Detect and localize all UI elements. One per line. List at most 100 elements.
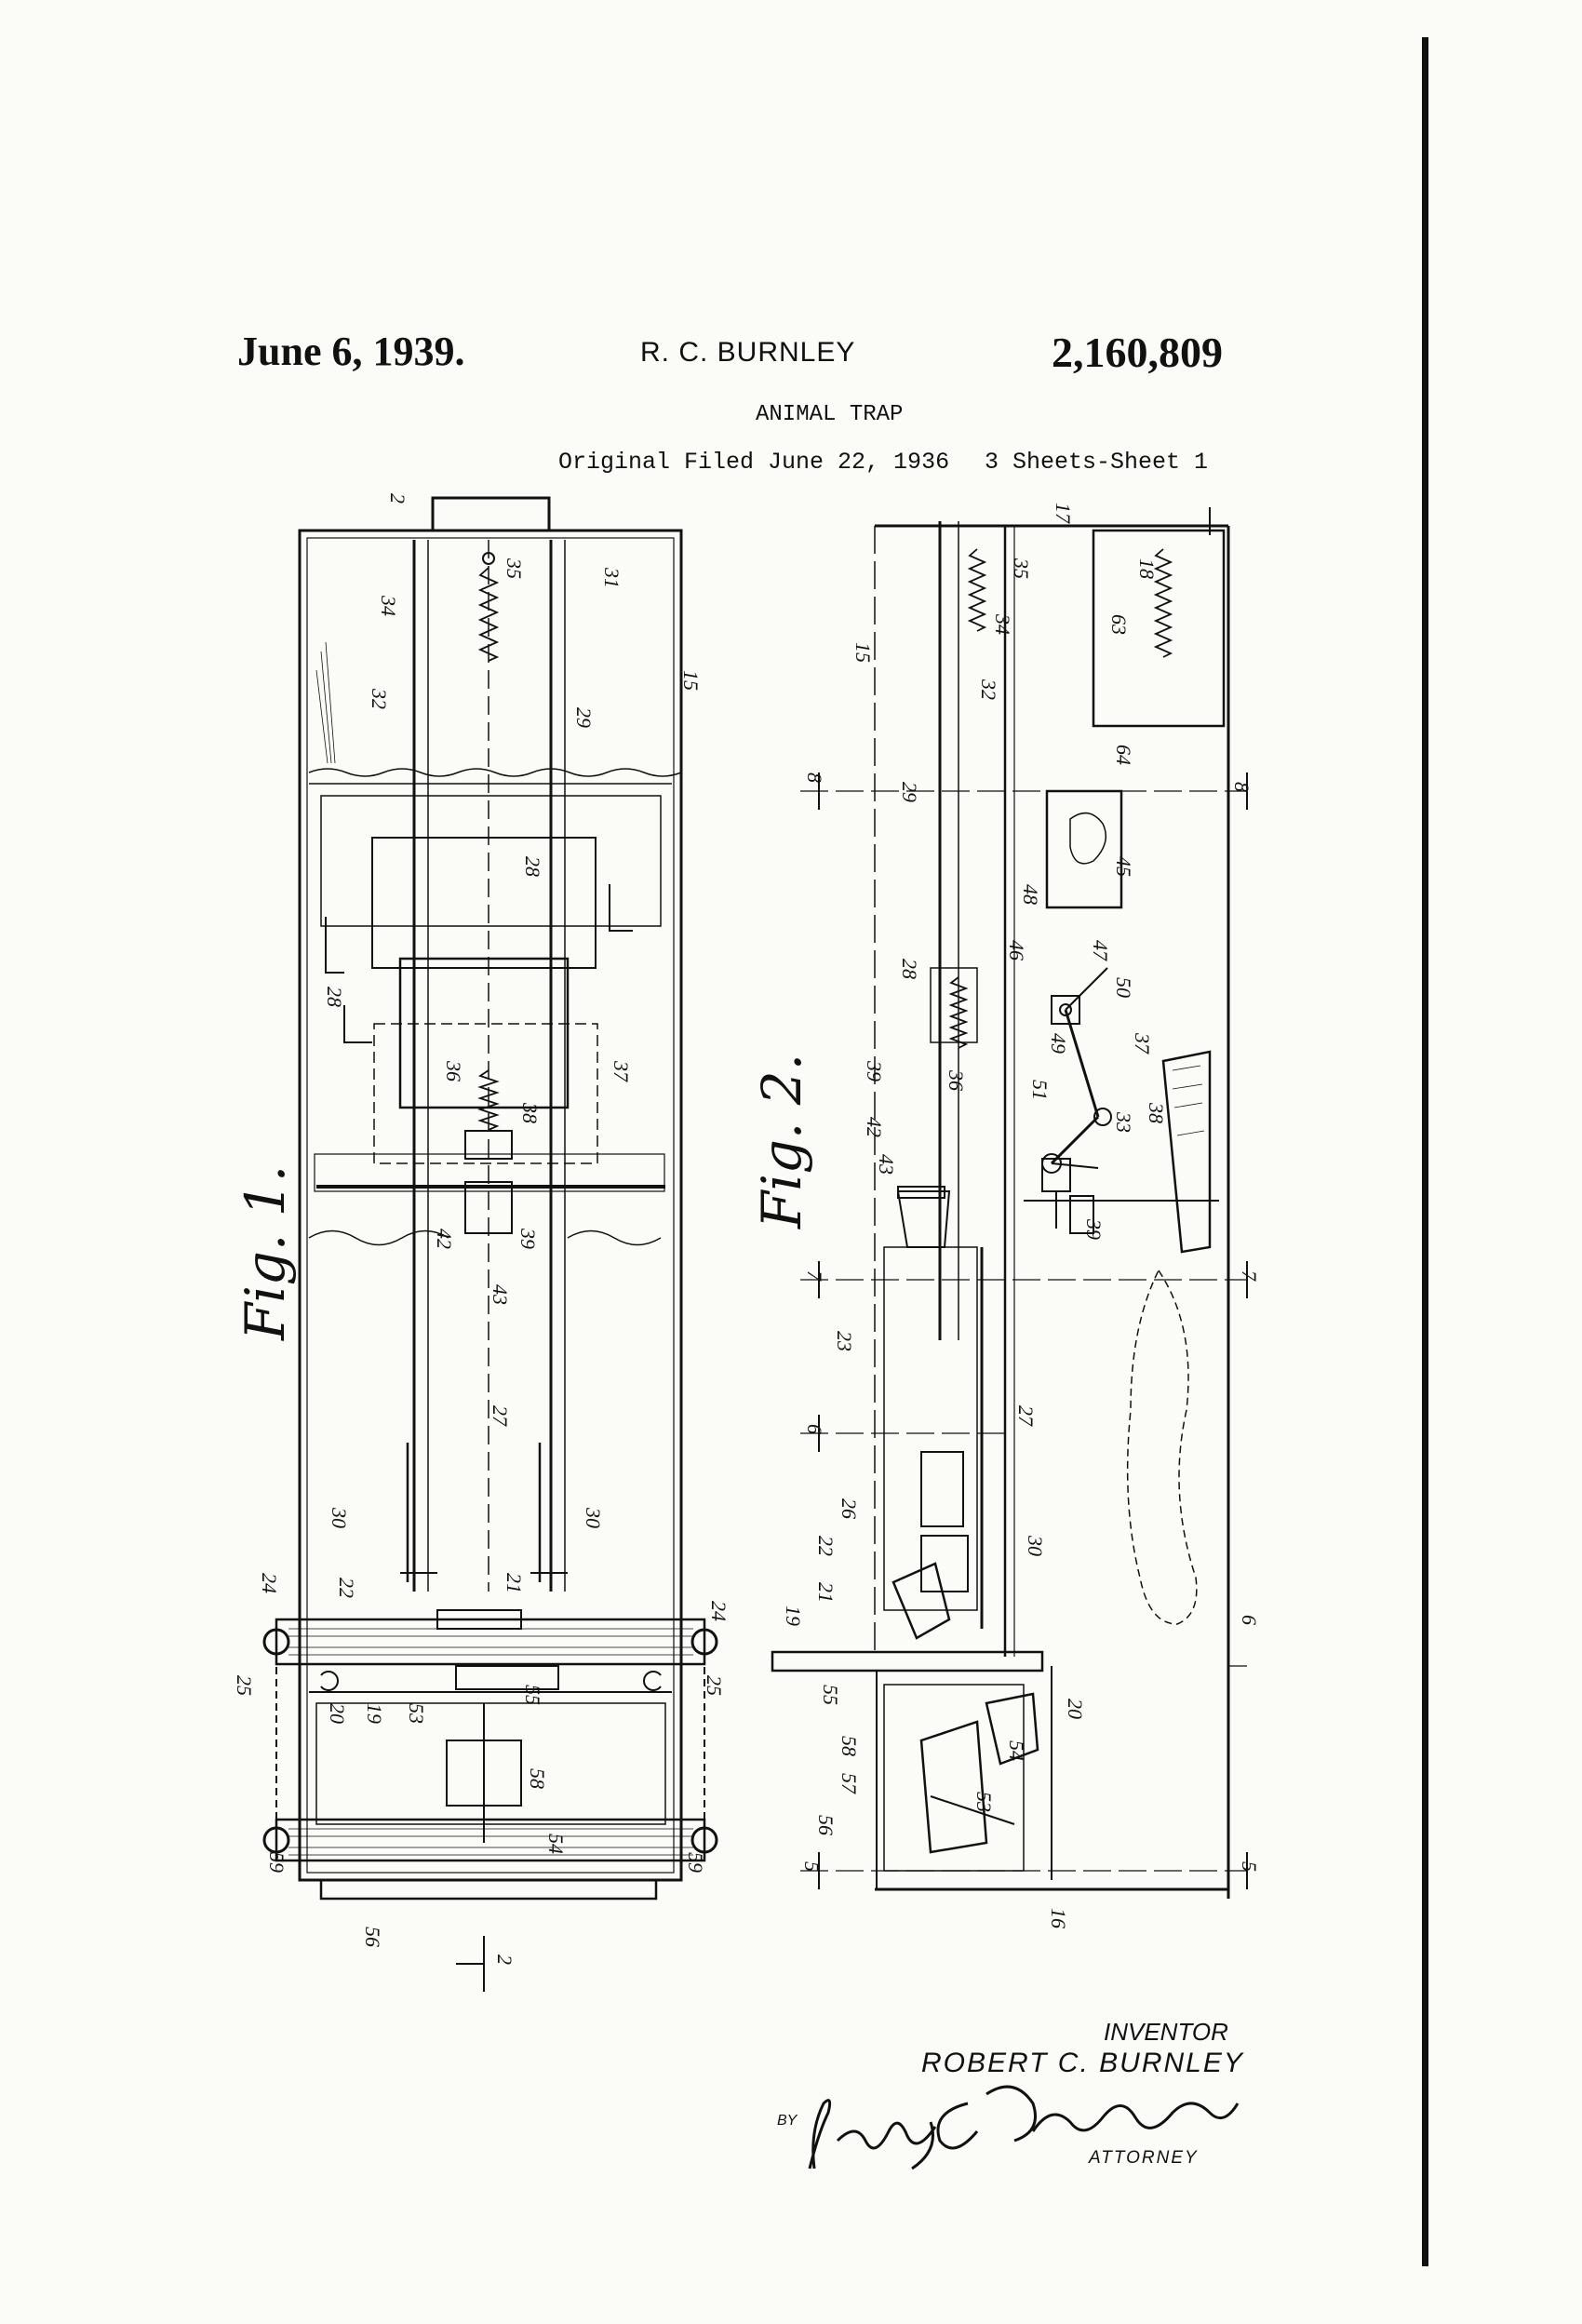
ref-numeral: 30 [1024,1535,1047,1556]
ref-numeral: 47 [1089,940,1112,961]
ref-numeral: 5 [800,1861,824,1872]
patent-date: June 6, 1939. [237,329,465,374]
ref-numeral: 2 [386,493,409,504]
patent-title: ANIMAL TRAP [756,402,904,427]
ref-numeral: 28 [323,987,346,1007]
ref-numeral: 19 [363,1703,386,1724]
ref-numeral: 39 [1082,1218,1106,1240]
ref-numeral: 43 [875,1154,898,1175]
page-edge-bar [1422,37,1428,2266]
ref-numeral: 18 [1135,558,1159,579]
ref-numeral: 34 [991,613,1014,635]
fig1-label: Fig. 1. [234,1165,297,1341]
ref-numeral: 16 [1047,1908,1070,1928]
ref-numeral: 51 [1028,1080,1052,1100]
ref-numeral: 54 [1005,1740,1028,1761]
ref-numeral: 7 [803,1270,826,1282]
ref-numeral: 57 [838,1773,861,1794]
ref-numeral: 42 [433,1229,456,1249]
fig2-label: Fig. 2. [750,1054,813,1229]
ref-numeral: 43 [489,1284,512,1305]
ref-numeral: 42 [863,1117,886,1137]
ref-numeral: 20 [326,1703,349,1724]
by-label: BY [777,2113,798,2129]
ref-numeral: 22 [335,1578,358,1598]
ref-numeral: 53 [405,1703,428,1724]
ref-numeral: 54 [544,1834,568,1854]
ref-numeral: 27 [489,1405,512,1427]
ref-numeral: 15 [851,642,875,663]
ref-numeral: 30 [328,1507,351,1528]
ref-numeral: 29 [572,707,596,728]
ref-numeral: 49 [1047,1033,1070,1054]
ref-numeral: 32 [368,688,391,709]
ref-numeral: 25 [233,1675,256,1696]
ref-numeral: 34 [377,595,400,616]
ref-numeral: 32 [977,678,1000,700]
ref-numeral: 39 [863,1060,886,1081]
ref-numeral: 37 [1131,1032,1154,1055]
filing-date: Original Filed June 22, 1936 [558,449,950,476]
patent-number: 2,160,809 [1052,329,1223,376]
ref-numeral: 31 [600,567,623,588]
ref-numeral: 37 [610,1060,633,1082]
ref-numeral: 38 [518,1102,542,1123]
ref-numeral: 25 [703,1675,726,1696]
fig1-reference-numerals: 2 34 35 31 32 29 15 28 28 36 37 38 42 39… [233,493,731,1965]
ref-numeral: 33 [1112,1111,1135,1133]
ref-numeral: 6 [1238,1615,1261,1625]
ref-numeral: 29 [898,782,921,802]
ref-numeral: 23 [833,1331,856,1351]
inventor-header: R. C. BURNLEY [640,337,856,368]
ref-numeral: 5 [1238,1861,1261,1872]
ref-numeral: 55 [819,1685,842,1705]
ref-numeral: 30 [582,1507,605,1528]
ref-numeral: 27 [1014,1405,1038,1427]
ref-numeral: 59 [684,1852,707,1873]
ref-numeral: 8 [1230,782,1254,792]
ref-numeral: 55 [521,1685,544,1705]
ref-numeral: 21 [503,1573,526,1593]
ref-numeral: 17 [1052,503,1075,524]
ref-numeral: 15 [679,670,703,691]
ref-numeral: 53 [972,1792,996,1812]
ref-numeral: 39 [516,1228,540,1249]
ref-numeral: 35 [503,557,526,579]
ref-numeral: 63 [1107,614,1131,635]
ref-numeral: 59 [265,1852,288,1873]
fig2-drawing [771,507,1248,1899]
inventor-caption: INVENTOR [1104,2018,1228,2046]
ref-numeral: 56 [814,1815,838,1835]
ref-numeral: 64 [1112,745,1135,765]
ref-numeral: 24 [707,1601,731,1621]
ref-numeral: 28 [521,856,544,877]
ref-numeral: 46 [1005,940,1028,960]
fig2-reference-numerals: 17 35 34 32 15 18 63 64 8 8 29 48 46 45 … [782,503,1261,1928]
ref-numeral: 22 [814,1536,838,1556]
ref-numeral: 35 [1010,557,1033,579]
ref-numeral: 6 [803,1424,826,1434]
ref-numeral: 38 [1145,1102,1168,1123]
fig1-drawing [262,496,718,1992]
attorney-caption: ATTORNEY [1089,2148,1199,2168]
ref-numeral: 58 [838,1736,861,1756]
ref-numeral: 36 [442,1060,465,1081]
ref-numeral: 28 [898,959,921,979]
ref-numeral: 45 [1112,856,1135,877]
attorney-signature [808,2085,1240,2170]
ref-numeral: 20 [1064,1699,1087,1719]
sheet-count: 3 Sheets-Sheet 1 [985,449,1209,476]
ref-numeral: 24 [258,1573,281,1593]
inventor-name: ROBERT C. BURNLEY [921,2048,1244,2078]
ref-numeral: 58 [526,1768,549,1789]
ref-numeral: 48 [1019,884,1042,905]
ref-numeral: 26 [838,1498,861,1519]
ref-numeral: 36 [945,1069,968,1091]
ref-numeral: 19 [782,1605,805,1626]
ref-numeral: 56 [361,1927,384,1947]
ref-numeral: 2 [493,1955,516,1965]
ref-numeral: 50 [1112,977,1135,998]
ref-numeral: 21 [814,1582,838,1603]
